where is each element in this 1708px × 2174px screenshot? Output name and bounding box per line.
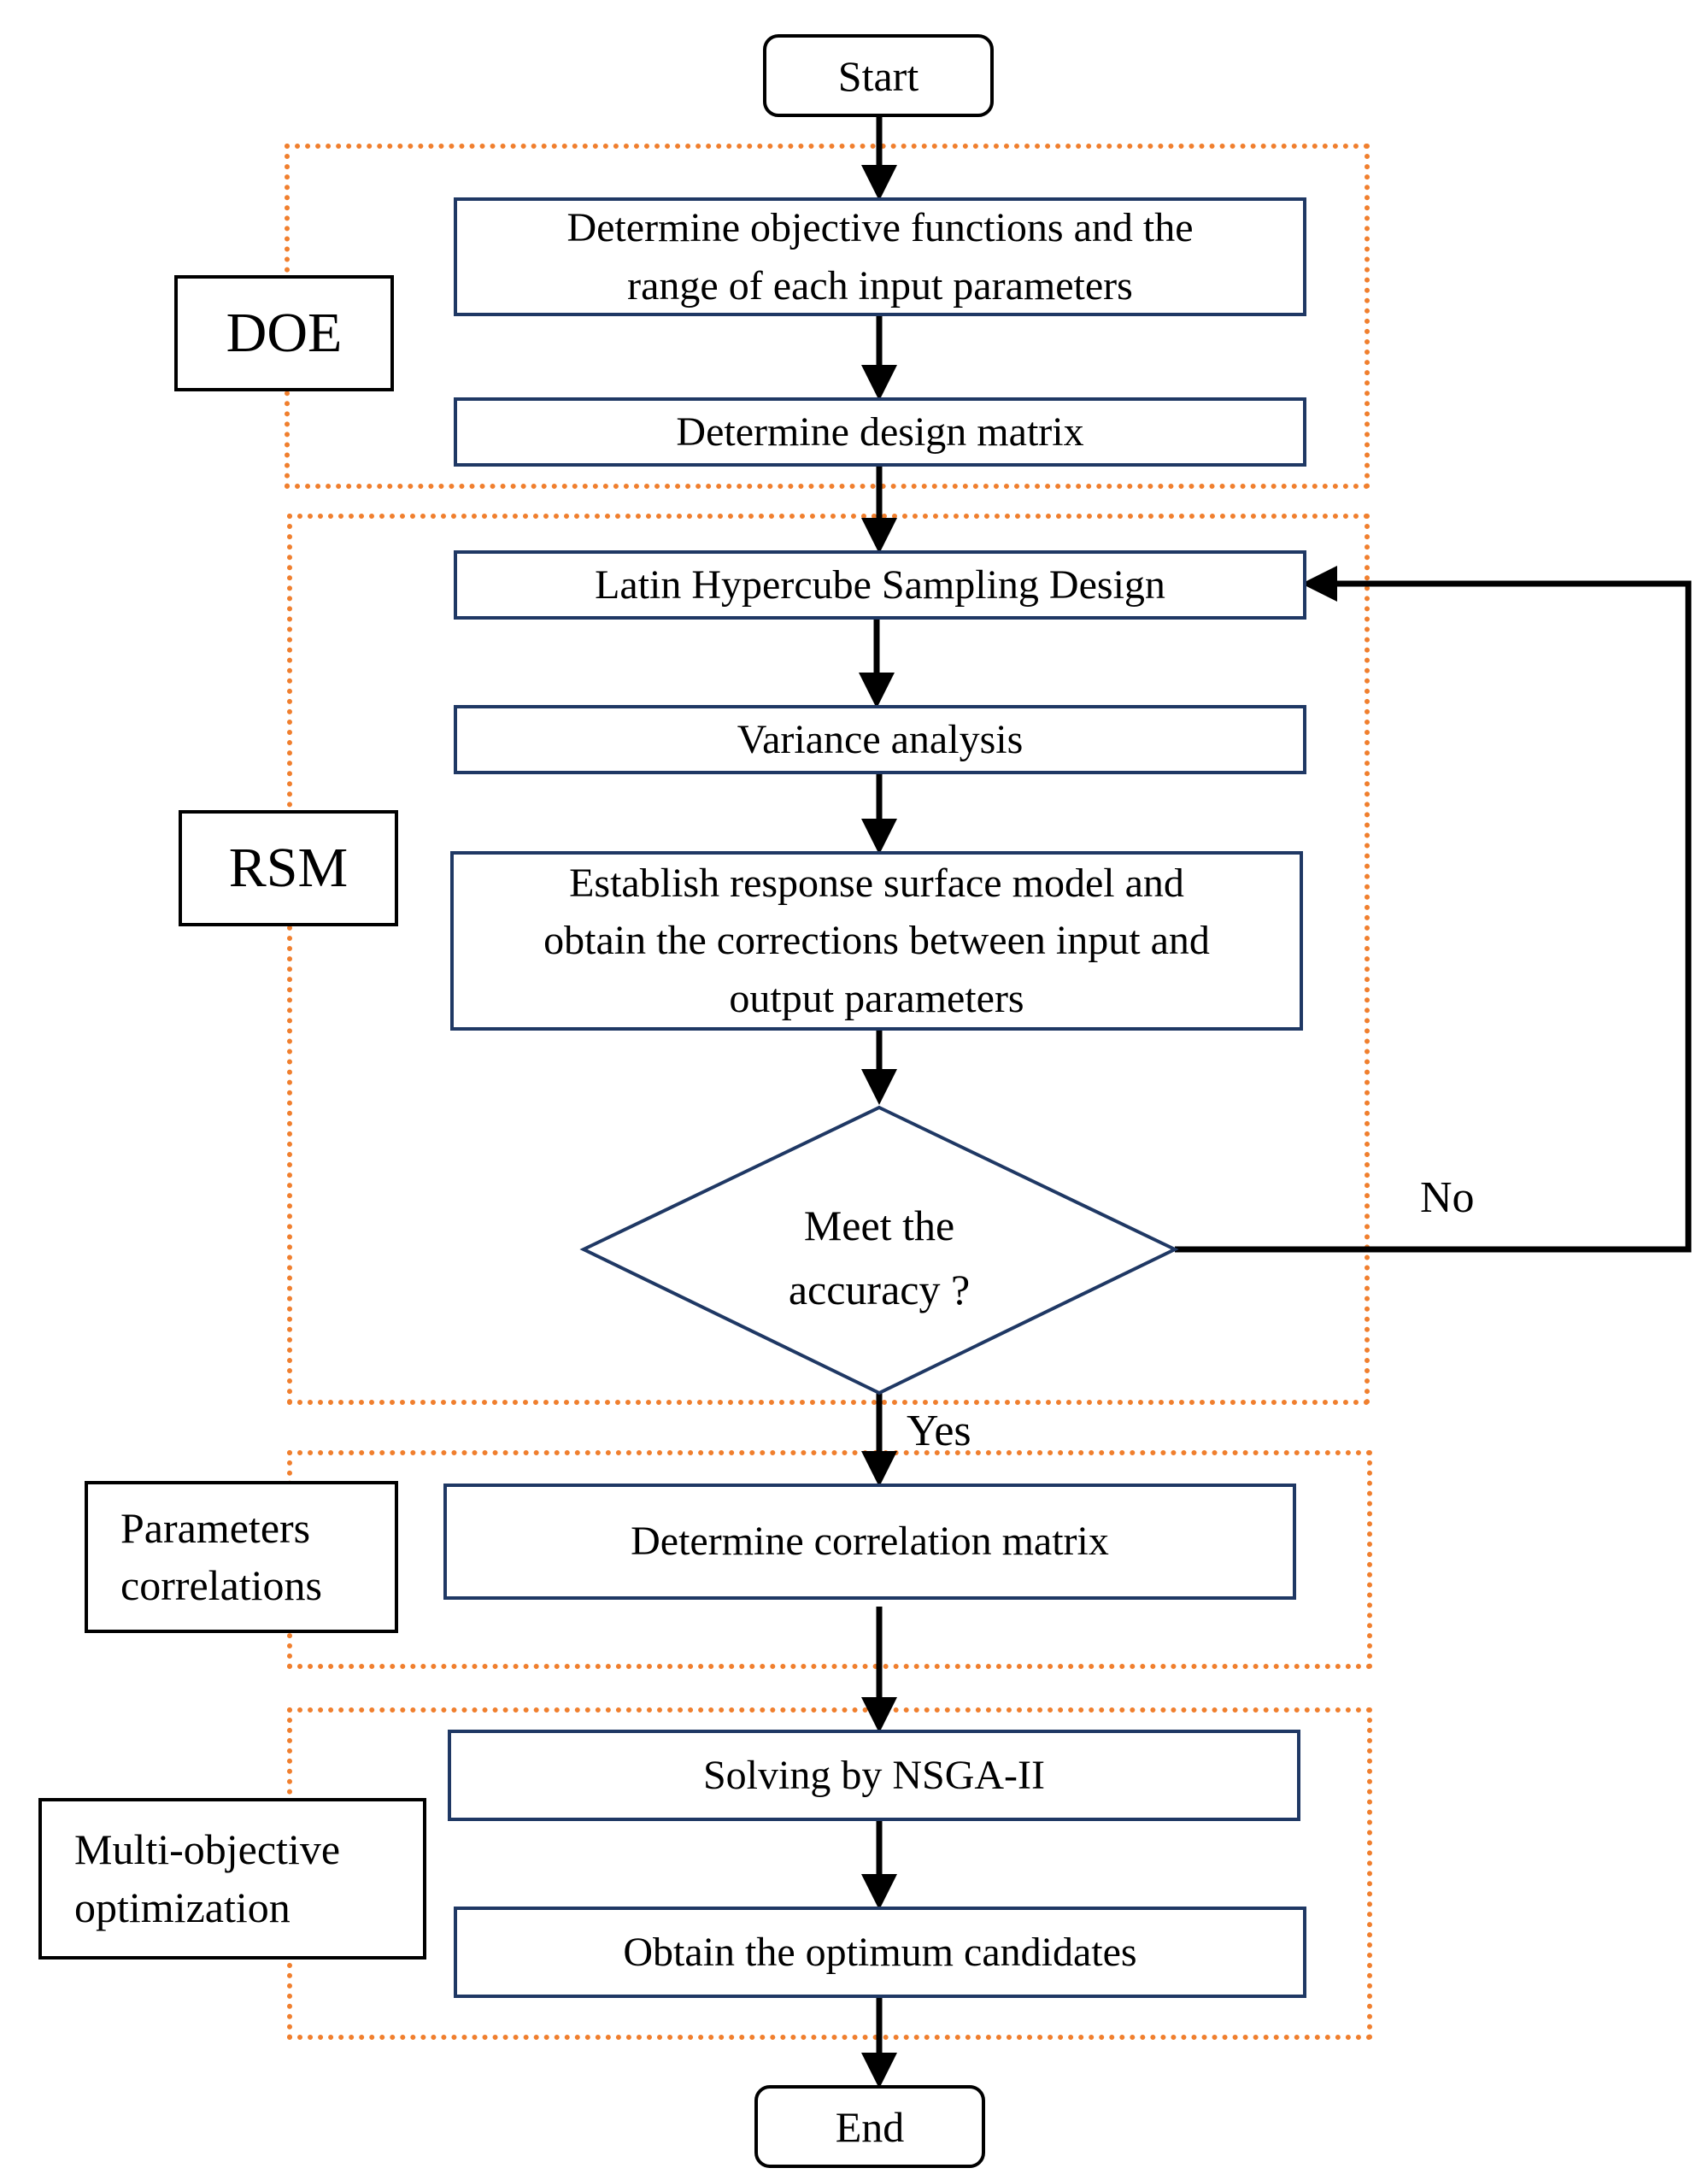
nsga-step: Solving by NSGA-II xyxy=(448,1730,1300,1821)
design-matrix-step: Determine design matrix xyxy=(454,397,1306,467)
design-matrix-step-label: Determine design matrix xyxy=(676,408,1084,455)
correlations-label-box: Parameters correlations xyxy=(85,1481,398,1633)
arrow-decision-no-loop xyxy=(1175,566,1692,1253)
decision-diamond xyxy=(579,1105,1179,1395)
rsm-group-frame xyxy=(287,514,1370,1405)
objectives-step-label: Determine objective functions and the ra… xyxy=(566,205,1194,308)
start-terminal: Start xyxy=(763,34,994,117)
rsm-model-step-label: Establish response surface model and obt… xyxy=(543,861,1210,1021)
rsm-model-step: Establish response surface model and obt… xyxy=(450,851,1303,1031)
variance-step: Variance analysis xyxy=(454,705,1306,774)
rsm-label: RSM xyxy=(228,837,349,899)
decision-label-wrap: Meet the accuracy ? xyxy=(712,1190,1047,1326)
objectives-step: Determine objective functions and the ra… xyxy=(454,197,1306,316)
yes-branch-label: Yes xyxy=(907,1407,971,1455)
candidates-step-label: Obtain the optimum candidates xyxy=(623,1929,1137,1975)
rsm-label-box: RSM xyxy=(179,810,398,926)
correlations-label: Parameters correlations xyxy=(120,1503,323,1610)
variance-step-label: Variance analysis xyxy=(737,716,1024,762)
lhs-step: Latin Hypercube Sampling Design xyxy=(454,550,1306,620)
end-terminal: End xyxy=(754,2085,985,2168)
doe-label: DOE xyxy=(226,302,343,364)
lhs-step-label: Latin Hypercube Sampling Design xyxy=(595,561,1165,608)
no-branch-label: No xyxy=(1420,1173,1475,1222)
correlation-matrix-step: Determine correlation matrix xyxy=(443,1484,1296,1600)
decision-label: Meet the accuracy ? xyxy=(788,1202,971,1313)
optimization-label-box: Multi-objective optimization xyxy=(38,1798,426,1960)
candidates-step: Obtain the optimum candidates xyxy=(454,1907,1306,1998)
correlation-matrix-step-label: Determine correlation matrix xyxy=(631,1519,1109,1565)
end-label: End xyxy=(835,2102,905,2151)
nsga-step-label: Solving by NSGA-II xyxy=(702,1752,1045,1798)
doe-label-box: DOE xyxy=(174,275,394,391)
start-label: Start xyxy=(837,51,919,100)
optimization-label: Multi-objective optimization xyxy=(74,1825,341,1931)
